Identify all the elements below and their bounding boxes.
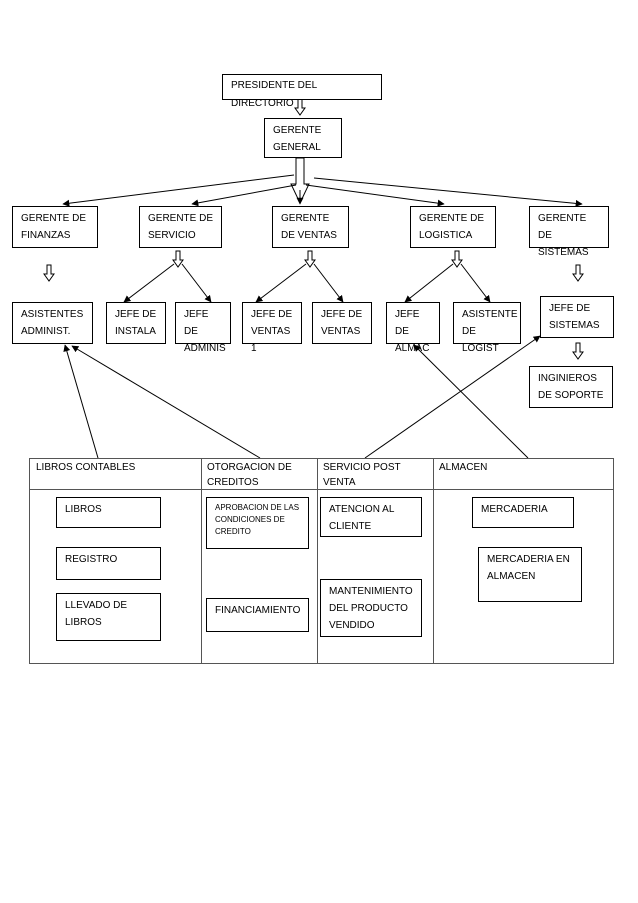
column-header-libros-contables: LIBROS CONTABLES (36, 462, 136, 473)
staff-jefe-almac-box: JEFE DE ALMAC (386, 302, 440, 354)
manager-fanout-arrows (62, 174, 583, 207)
manager-logistica-box: GERENTE DE LOGISTICA (410, 206, 496, 248)
item-libros: LIBROS (56, 497, 161, 528)
functions-table: LIBROS CONTABLES OTORGACION DE CREDITOS … (29, 458, 614, 664)
item-registro: REGISTRO (56, 547, 161, 580)
staff-jefe-instala-box: JEFE DE INSTALA (106, 302, 166, 344)
column-header-almacen: ALMACEN (439, 462, 488, 473)
arrow-logistica-down (451, 250, 463, 268)
header-divider (30, 489, 613, 490)
item-mercaderia-almacen: MERCADERIA EN ALMACEN (478, 547, 582, 602)
column-divider (201, 459, 202, 663)
manager-sistemas-box: GERENTE DE SISTEMAS (529, 206, 609, 258)
arrow-sistemas-down (572, 264, 584, 282)
item-atencion-cliente: ATENCION AL CLIENTE (320, 497, 422, 537)
staff-jefe-ventas1-box: JEFE DE VENTAS 1 (242, 302, 302, 354)
manager-finanzas-box: GERENTE DE FINANZAS (12, 206, 98, 248)
item-financiamiento: FINANCIAMIENTO (206, 598, 309, 632)
arrow-servicio-down (172, 250, 184, 268)
president-box: PRESIDENTE DEL DIRECTORIO (222, 74, 382, 109)
function-link-arrows (63, 335, 541, 459)
item-mantenimiento-producto: MANTENIMIENTO DEL PRODUCTO VENDIDO (320, 579, 422, 637)
manager-servicio-box: GERENTE DE SERVICIO (139, 206, 222, 248)
staff-arrows (123, 263, 491, 303)
staff-asistentes-admin-box: ASISTENTES ADMINIST. (12, 302, 93, 344)
item-aprobacion-condiciones-credito: APROBACION DE LAS CONDICIONES DE CREDITO (206, 497, 309, 549)
item-mercaderia: MERCADERIA (472, 497, 574, 528)
item-llevado-de-libros: LLEVADO DE LIBROS (56, 593, 161, 641)
staff-jefe-adminis-box: JEFE DE ADMINIS (175, 302, 231, 354)
staff-asistente-logist-box: ASISTENTE DE LOGIST (453, 302, 521, 354)
arrow-general-to-managers (290, 157, 310, 205)
column-header-otorgacion-creditos: OTORGACION DE CREDITOS (207, 462, 292, 488)
column-header-servicio-post-venta: SERVICIO POST VENTA (323, 462, 401, 488)
staff-jefe-sistemas-box: JEFE DE SISTEMAS (540, 296, 614, 338)
staff-ingenieros-soporte-box: INGINIEROS DE SOPORTE (529, 366, 613, 408)
staff-jefe-ventas-box: JEFE DE VENTAS (312, 302, 372, 344)
column-divider (433, 459, 434, 663)
manager-ventas-box: GERENTE DE VENTAS (272, 206, 349, 248)
arrow-jefe-sistemas-down (572, 342, 584, 360)
arrow-president-to-general (294, 98, 306, 116)
column-divider (317, 459, 318, 663)
arrow-ventas-down (304, 250, 316, 268)
general-manager-box: GERENTE GENERAL (264, 118, 342, 158)
arrow-finanzas-down (43, 264, 55, 282)
